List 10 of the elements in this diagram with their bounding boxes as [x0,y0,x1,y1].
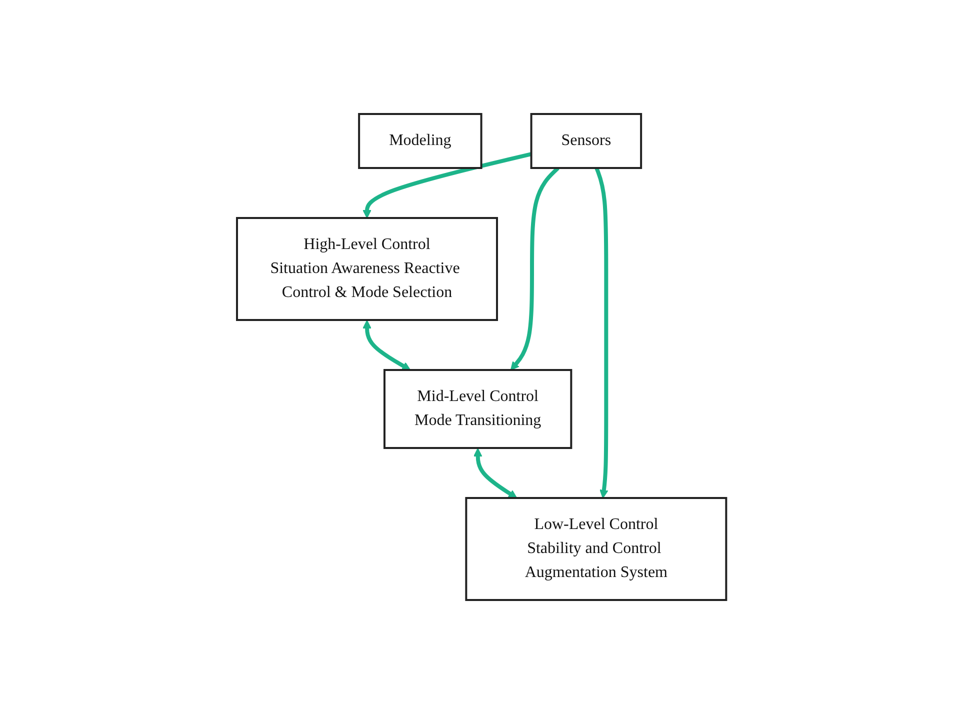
node-box: Mid-Level Control Mode Transitioning [383,368,572,448]
arrow [362,152,532,218]
node-box: Low-Level Control Stability and Control Augmentation System [465,496,728,600]
node-box: Sensors [530,112,642,168]
arrow [594,166,608,498]
node-box: High-Level Control Situation Awareness Reactive Control & Mode Selection [236,216,498,320]
arrow [362,320,411,370]
node-box: Modeling [358,112,482,168]
arrow [473,448,518,498]
arrow [510,166,560,370]
